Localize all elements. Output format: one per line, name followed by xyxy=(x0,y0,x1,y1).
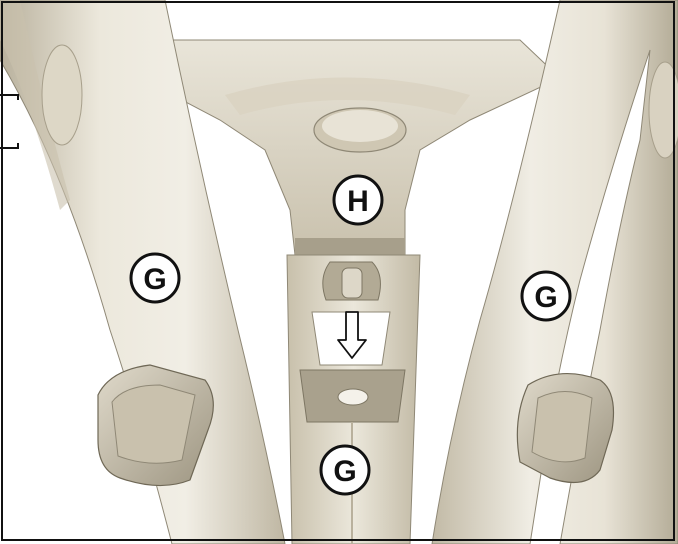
callout-right-leg: G xyxy=(522,272,570,320)
callout-top-hub: H xyxy=(334,176,382,224)
callout-center-post: G xyxy=(321,446,369,494)
callout-left-leg: G xyxy=(131,254,179,302)
callout-label: H xyxy=(347,185,369,218)
callout-label: G xyxy=(534,281,557,314)
right-handle xyxy=(517,374,613,483)
center-post xyxy=(287,255,420,544)
callout-label: G xyxy=(333,455,356,488)
callout-label: G xyxy=(143,263,166,296)
